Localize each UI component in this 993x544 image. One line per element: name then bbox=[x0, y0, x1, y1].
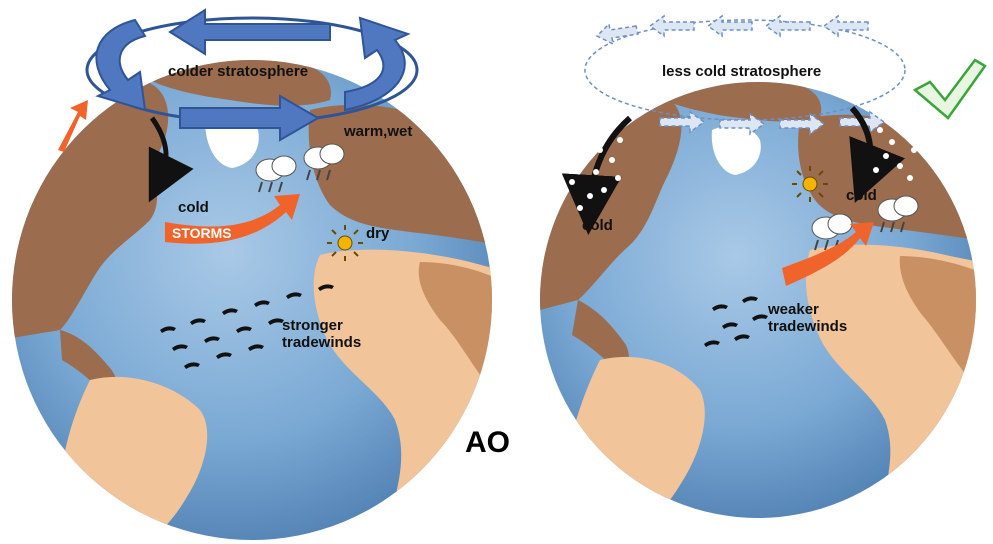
left-black-arrow bbox=[148, 116, 194, 203]
left-tradewinds-line1: stronger bbox=[282, 317, 343, 334]
right-globe: less cold stratosphere cold cold weaker … bbox=[540, 14, 987, 518]
left-globe: STORMS colder stratosphere warm,wet cold bbox=[12, 8, 492, 540]
left-dry-label: dry bbox=[366, 225, 390, 242]
right-central-america bbox=[572, 300, 629, 372]
left-vortex-arrow-top bbox=[168, 8, 331, 56]
right-snow-dots bbox=[569, 127, 917, 211]
checkmark-icon bbox=[912, 58, 987, 120]
right-tradewind-dashes bbox=[704, 296, 768, 347]
left-stratosphere-label: colder stratosphere bbox=[168, 63, 308, 80]
left-storms-arrow bbox=[165, 194, 300, 244]
left-sun-icon bbox=[327, 225, 363, 261]
figure-label: AO bbox=[465, 426, 510, 459]
left-tradewind-dashes bbox=[160, 284, 334, 369]
right-tradewinds-line2: tradewinds bbox=[768, 318, 847, 335]
left-vortex-arrow-left bbox=[95, 18, 147, 112]
right-africa-shade bbox=[899, 256, 976, 390]
left-africa-shade bbox=[418, 262, 492, 400]
left-red-arrow-small bbox=[58, 100, 88, 152]
right-stratosphere-label: less cold stratosphere bbox=[662, 63, 821, 80]
right-cold-east-label: cold bbox=[846, 187, 877, 204]
right-polar-vortex bbox=[584, 14, 906, 136]
left-cloud-rain-icon bbox=[255, 155, 297, 193]
left-vortex-arrow-right bbox=[344, 16, 411, 112]
left-cloud-rain-icon-2 bbox=[303, 143, 345, 181]
right-black-arrow-east bbox=[849, 105, 905, 203]
right-cold-west-label: cold bbox=[582, 217, 613, 234]
left-cold-label: cold bbox=[178, 199, 209, 216]
cloud-rain-icon-2 bbox=[877, 195, 919, 233]
left-warm-wet-label: warm,wet bbox=[343, 123, 412, 140]
left-storms-label: STORMS bbox=[172, 225, 232, 241]
right-red-arrow bbox=[782, 222, 874, 286]
sun-icon bbox=[792, 166, 828, 202]
left-tradewinds-line2: tradewinds bbox=[282, 334, 361, 351]
right-tradewinds-line1: weaker bbox=[767, 301, 819, 318]
right-greenland bbox=[711, 125, 761, 175]
left-polar-vortex bbox=[85, 8, 419, 142]
left-vortex-arrow-bottom bbox=[179, 94, 320, 142]
